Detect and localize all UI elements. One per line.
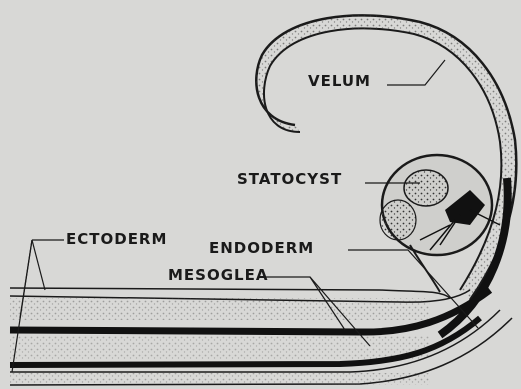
label-statocyst: STATOCYST (237, 172, 342, 187)
label-ectoderm: ECTODERM (66, 232, 167, 247)
label-velum: VELUM (308, 74, 371, 89)
label-mesoglea: MESOGLEA (168, 268, 268, 283)
body-wall-layers (10, 288, 512, 385)
label-endoderm: ENDODERM (209, 241, 314, 256)
